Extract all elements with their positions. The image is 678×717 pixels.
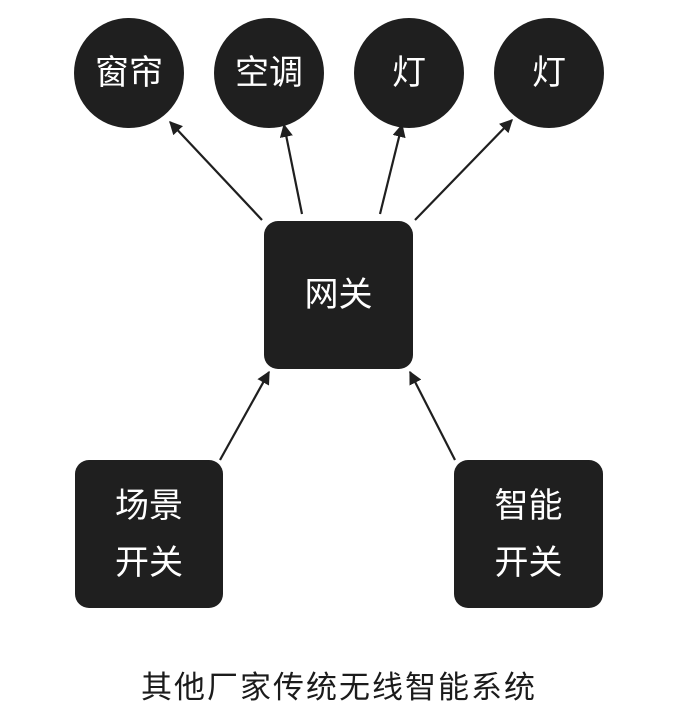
device-label: 灯 (532, 53, 566, 93)
device-label: 窗帘 (95, 53, 163, 93)
switch-to-gateway-arrows (219, 370, 456, 461)
gateway-node: 网关 (264, 221, 413, 369)
scene-switch-node: 场景 开关 (75, 460, 223, 608)
diagram-caption: 其他厂家传统无线智能系统 (141, 670, 537, 706)
smart-switch-node: 智能 开关 (454, 460, 603, 608)
arrow-gateway-to-device-2 (279, 123, 304, 215)
device-node-light-1: 灯 (354, 18, 464, 128)
gateway-to-device-arrows (169, 119, 513, 221)
device-node-curtain: 窗帘 (74, 18, 184, 128)
device-node-light-2: 灯 (494, 18, 604, 128)
switch-label-line-2: 开关 (115, 543, 183, 583)
switch-label-line-2: 开关 (495, 543, 563, 583)
device-label: 空调 (235, 53, 303, 93)
arrow-smart-switch-to-gateway (409, 370, 456, 461)
switch-label-line-1: 智能 (495, 486, 563, 526)
device-node-air-conditioner: 空调 (214, 18, 324, 128)
switch-label-line-1: 场景 (115, 486, 183, 526)
gateway-label: 网关 (305, 275, 373, 315)
arrow-scene-switch-to-gateway (219, 370, 270, 461)
arrow-gateway-to-device-3 (378, 123, 406, 215)
arrow-gateway-to-device-1 (169, 121, 263, 221)
arrow-gateway-to-device-4 (414, 119, 513, 221)
device-label: 灯 (392, 53, 426, 93)
